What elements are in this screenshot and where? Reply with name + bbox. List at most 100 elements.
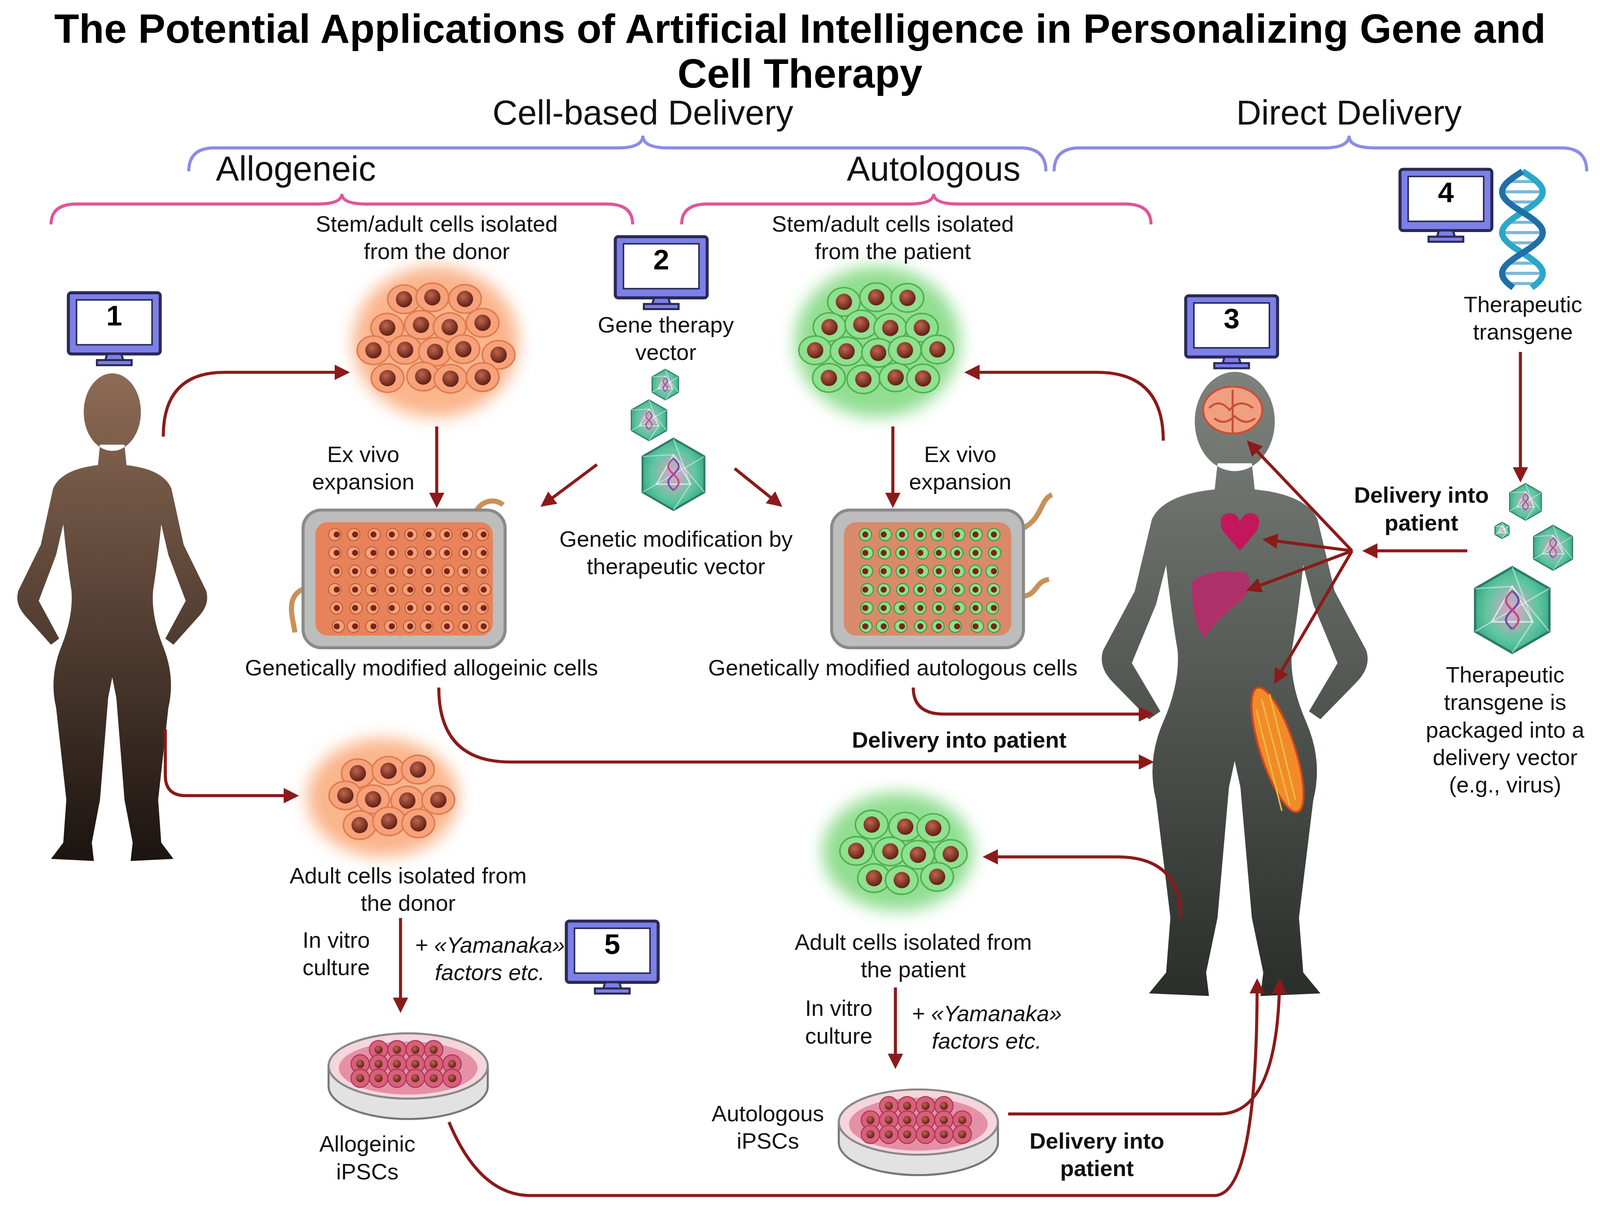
nucleus — [425, 531, 432, 538]
nucleus — [480, 605, 487, 612]
cell — [888, 335, 922, 365]
capsid-edge — [1498, 526, 1510, 533]
nucleus — [392, 1060, 402, 1069]
cell — [476, 528, 489, 541]
cell — [478, 583, 491, 596]
flow-arrow — [1249, 442, 1353, 551]
cell — [845, 310, 878, 339]
cell — [969, 546, 982, 559]
cell — [952, 565, 965, 578]
diagram-node: Stem/adult cells isolated from the donor — [303, 210, 570, 427]
edge-label: Ex vivo expansion — [306, 441, 421, 497]
cell — [477, 620, 490, 633]
nucleus — [865, 870, 883, 887]
callout-number: 3 — [1193, 298, 1270, 341]
cell — [457, 565, 470, 578]
cell — [839, 836, 873, 866]
nucleus — [388, 531, 395, 538]
nucleus — [869, 344, 887, 361]
capsid — [1494, 522, 1510, 539]
cell — [459, 546, 472, 559]
node-caption: Genetically modified allogeinic cells — [232, 654, 611, 682]
nucleus — [352, 531, 359, 538]
nucleus — [880, 586, 887, 593]
nucleus — [958, 1116, 967, 1125]
cell — [434, 364, 468, 394]
cell — [423, 546, 437, 559]
cell — [861, 1125, 880, 1144]
nucleus — [443, 605, 451, 612]
cell — [860, 602, 873, 615]
cluster-glow — [794, 266, 961, 418]
cell — [401, 755, 435, 785]
cell — [879, 1125, 898, 1144]
dna-strand — [1522, 493, 1529, 511]
connector-arrow — [435, 426, 439, 505]
nucleus — [399, 792, 416, 809]
cell — [421, 785, 455, 815]
cell — [906, 364, 940, 393]
nucleus — [474, 369, 491, 386]
nucleus — [990, 568, 998, 575]
nucleus — [443, 549, 451, 557]
nucleus — [490, 346, 507, 363]
annotation: + «Yamanaka» factors etc. — [413, 931, 567, 987]
capsid — [1533, 525, 1573, 571]
nucleus — [954, 586, 961, 593]
nucleus — [374, 1046, 383, 1055]
nucleus — [958, 1130, 967, 1140]
nucleus — [899, 531, 906, 538]
node-caption: Stem/adult cells isolated from the patie… — [749, 210, 1036, 266]
cell-cluster — [307, 738, 459, 858]
bioreactor-body — [303, 510, 506, 649]
dish-rim — [838, 1089, 998, 1155]
cell — [896, 583, 909, 596]
nucleus — [855, 371, 872, 388]
cell — [971, 620, 984, 633]
annotation: + «Yamanaka» factors etc. — [910, 999, 1064, 1056]
muscle — [1240, 682, 1315, 818]
nucleus — [480, 586, 487, 593]
section-heading: Cell-based Delivery — [479, 91, 807, 133]
nucleus — [866, 1130, 875, 1140]
petri-dish — [838, 1089, 998, 1176]
cell — [404, 528, 417, 541]
nucleus — [442, 370, 459, 388]
capsid-edge — [631, 426, 640, 431]
nucleus — [370, 568, 377, 575]
cell — [916, 813, 950, 843]
cell — [950, 546, 963, 559]
dna-strand — [663, 377, 668, 392]
nucleus — [935, 623, 942, 630]
cell — [897, 1125, 917, 1144]
cell — [372, 807, 406, 836]
dna-strand — [668, 458, 679, 491]
nucleus — [333, 549, 341, 557]
cell — [931, 528, 944, 541]
cell — [348, 565, 361, 578]
nucleus — [474, 314, 491, 331]
nucleus — [392, 1046, 402, 1055]
nucleus — [928, 869, 946, 886]
cell — [466, 308, 500, 338]
cell — [416, 283, 449, 312]
nucleus — [862, 586, 869, 593]
cell — [386, 528, 399, 541]
nucleus — [380, 762, 397, 780]
nucleus — [356, 1060, 365, 1069]
cell — [466, 362, 500, 392]
section-heading: Allogeneic — [183, 147, 409, 189]
nucleus — [914, 370, 932, 387]
cell — [387, 602, 400, 615]
capsid-edge — [631, 409, 650, 410]
diagram-node: Gene therapy vector — [597, 311, 736, 515]
nucleus — [411, 1060, 420, 1069]
flow-arrow — [985, 857, 1181, 919]
cell — [384, 620, 397, 633]
flow-arrow — [448, 981, 1257, 1196]
diagram-node: Allogeinic iPSCs — [306, 1010, 495, 1189]
nucleus — [862, 605, 869, 612]
cell — [860, 620, 873, 633]
section-heading: Direct Delivery — [1185, 91, 1512, 133]
capsid — [651, 369, 679, 401]
